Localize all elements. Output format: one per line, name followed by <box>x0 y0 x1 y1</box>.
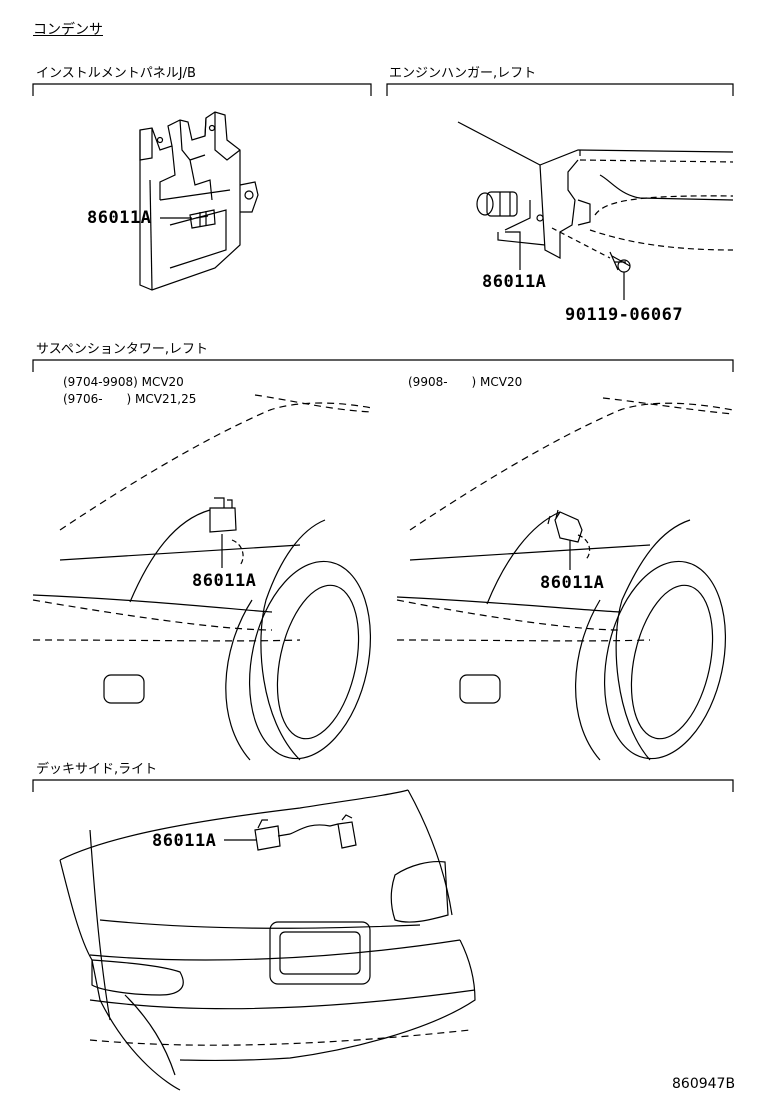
engine-hanger-part-leader <box>505 232 520 270</box>
deck-side-drawing <box>60 790 475 1090</box>
suspension-left-part-number[interactable]: 86011A <box>192 571 257 591</box>
suspension-tower-left-drawing <box>33 395 388 770</box>
engine-hanger-heading: エンジンハンガー,レフト <box>389 66 537 81</box>
ip-jb-part-number[interactable]: 86011A <box>87 208 152 228</box>
suspension-left-condition-1: (9704-9908) MCV20 <box>63 375 184 389</box>
suspension-right-part-number[interactable]: 86011A <box>540 573 605 593</box>
section-brackets <box>33 84 733 792</box>
suspension-left-condition-2: (9706- ) MCV21,25 <box>63 392 197 406</box>
diagram-code: 860947B <box>672 1076 736 1092</box>
suspension-right-condition: (9908- ) MCV20 <box>408 375 523 389</box>
diagram-title: コンデンサ <box>33 22 103 38</box>
engine-hanger-drawing <box>458 122 733 272</box>
ip-jb-heading: インストルメントパネルJ/B <box>36 66 196 81</box>
engine-hanger-bolt-number[interactable]: 90119-06067 <box>565 305 684 325</box>
suspension-tower-right-drawing <box>397 398 743 770</box>
deck-side-heading: デッキサイド,ライト <box>36 762 158 777</box>
deck-side-part-number[interactable]: 86011A <box>152 831 217 851</box>
engine-hanger-part-number[interactable]: 86011A <box>482 272 547 292</box>
suspension-tower-heading: サスペンションタワー,レフト <box>36 342 208 357</box>
ip-junction-block-drawing <box>140 112 258 290</box>
